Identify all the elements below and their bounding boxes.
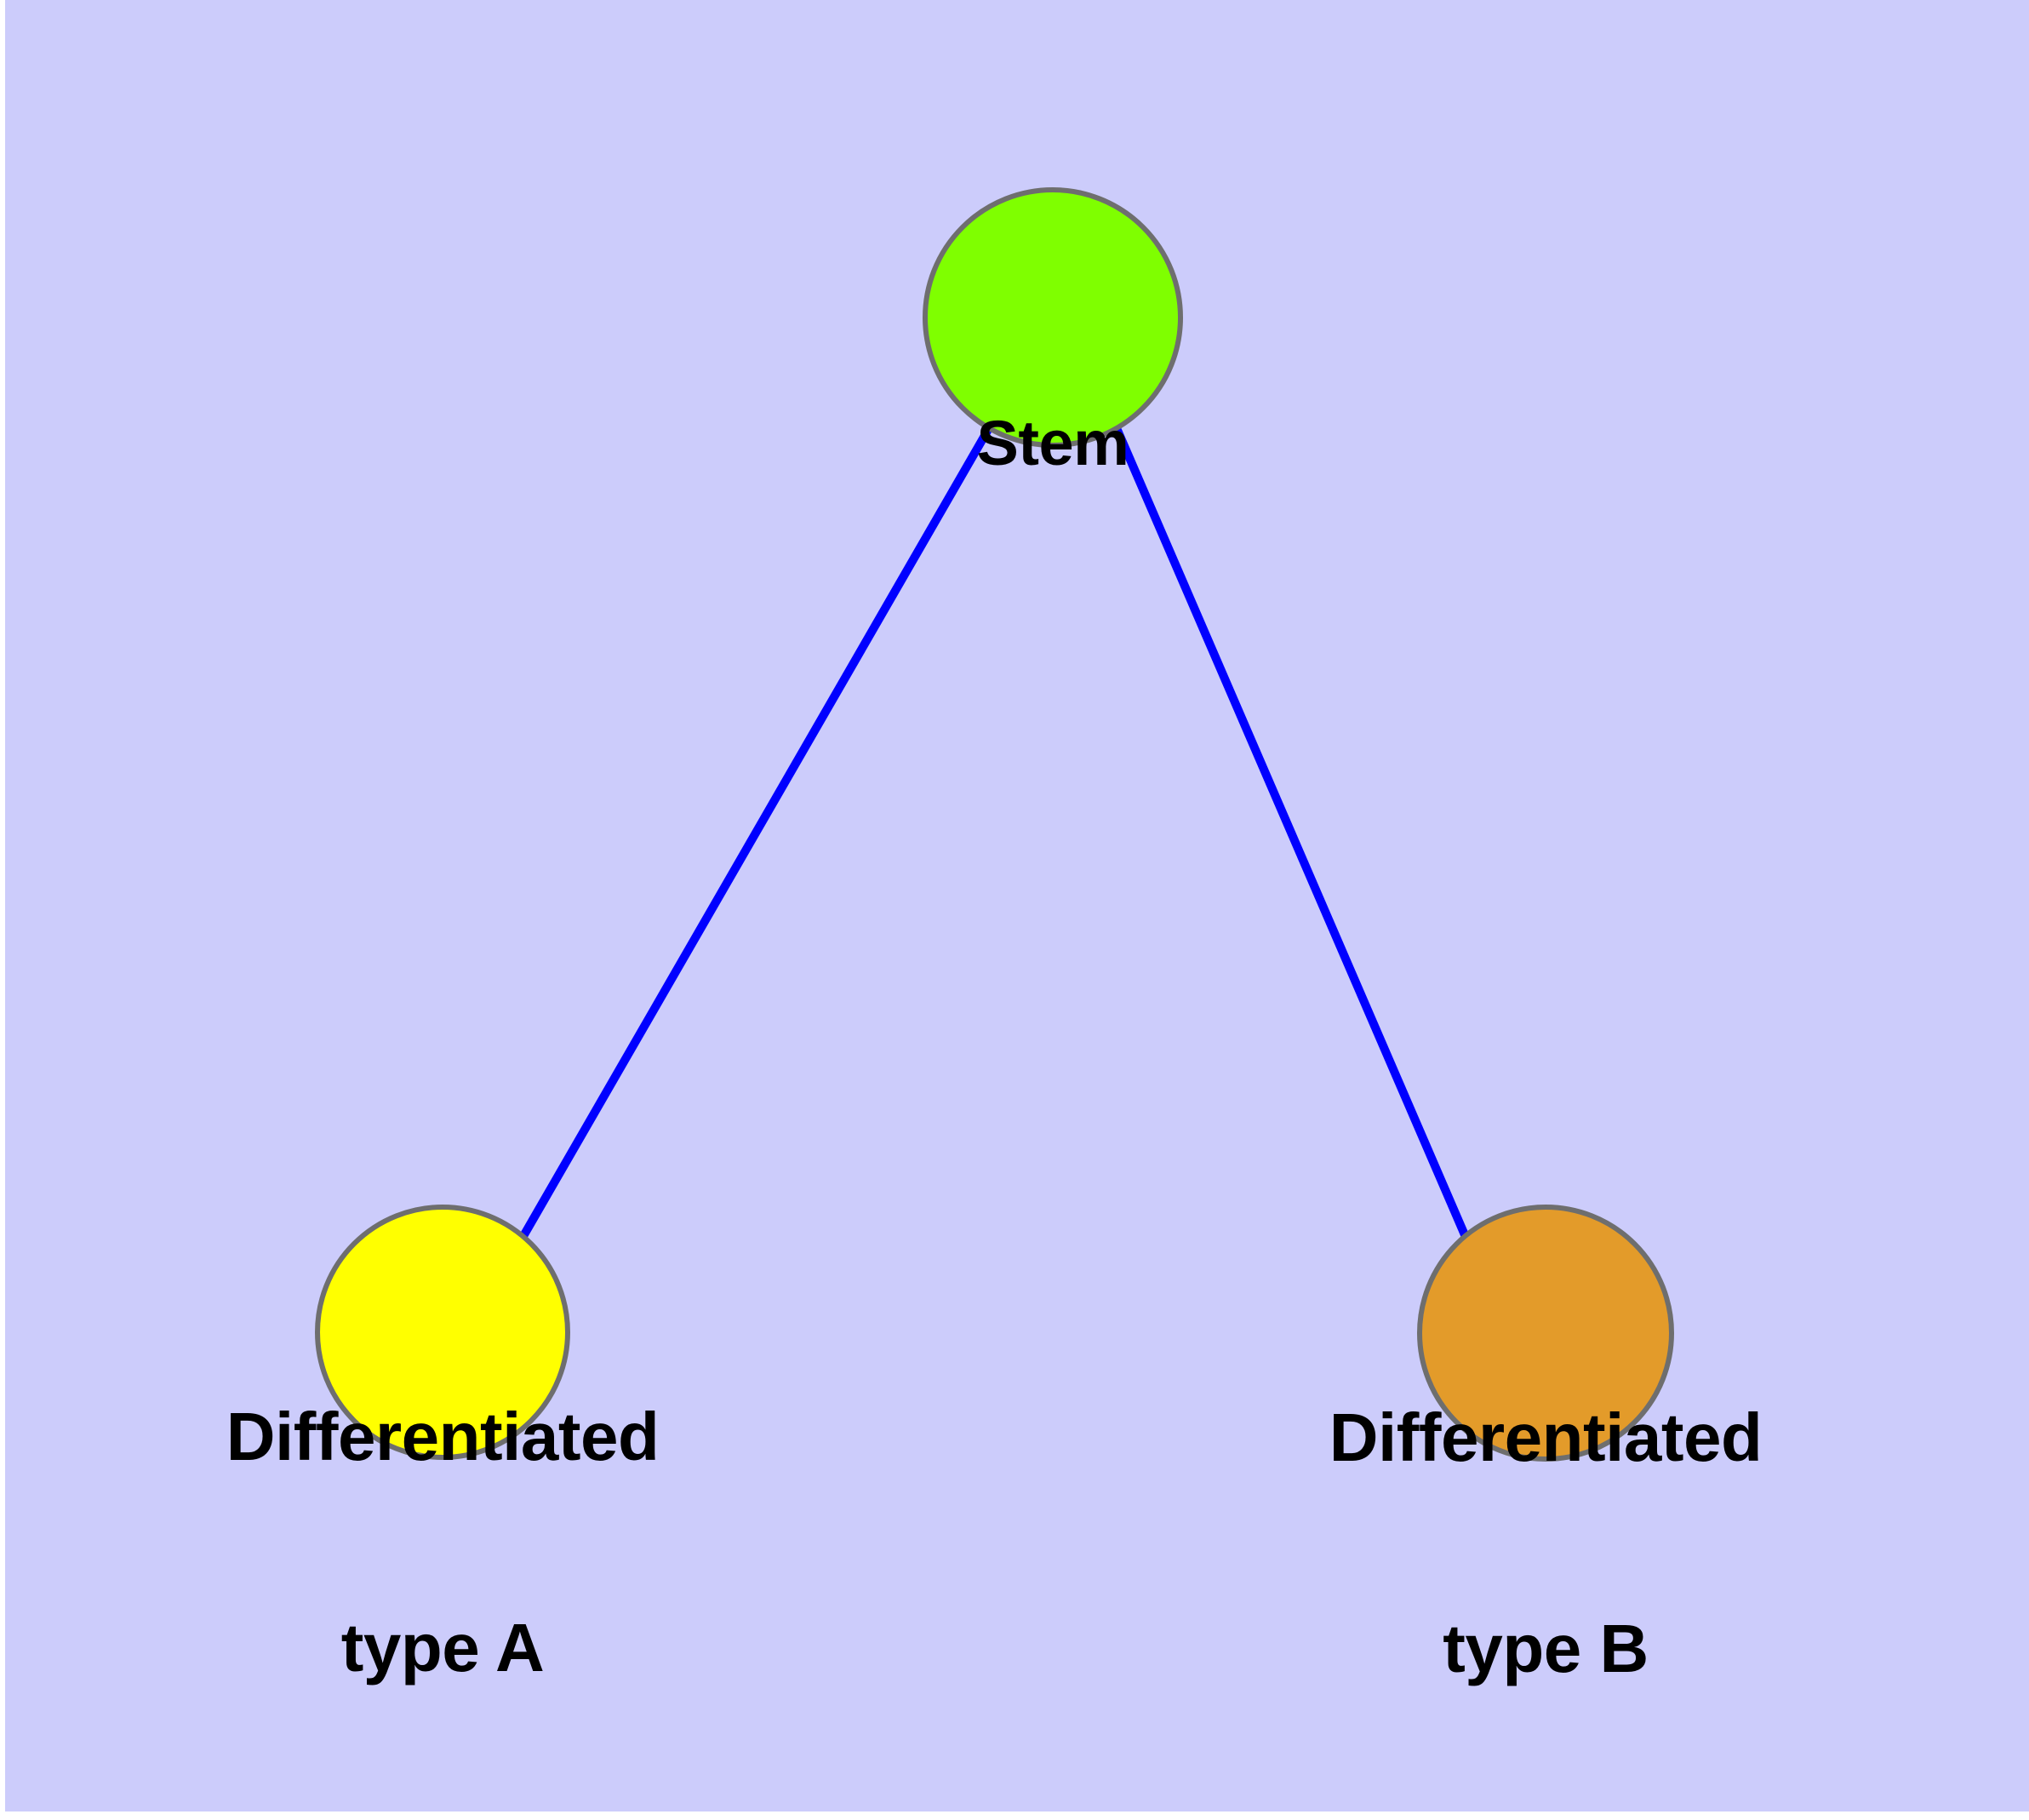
node-layer bbox=[315, 187, 1674, 1462]
node-stem[interactable] bbox=[923, 187, 1183, 448]
node-differentiated-type-b[interactable] bbox=[1417, 1205, 1674, 1462]
edge-stem-to-differentiated-type-b[interactable] bbox=[1112, 426, 1470, 1239]
edge-stem-to-differentiated-type-a[interactable] bbox=[519, 426, 993, 1239]
edge-layer bbox=[519, 426, 1470, 1239]
node-differentiated-type-a[interactable] bbox=[315, 1205, 570, 1460]
